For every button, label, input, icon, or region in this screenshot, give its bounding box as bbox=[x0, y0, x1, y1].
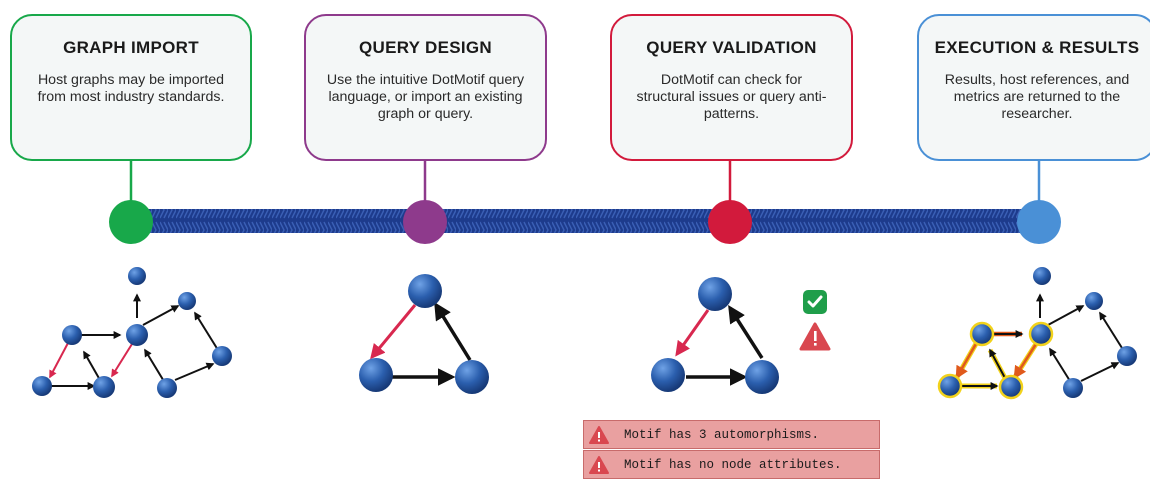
card-title: EXECUTION & RESULTS bbox=[934, 38, 1140, 57]
stage-dot-query-validation bbox=[708, 200, 752, 244]
card-description: Use the intuitive DotMotif query languag… bbox=[326, 72, 525, 122]
card-execution-results: EXECUTION & RESULTS Results, host refere… bbox=[917, 14, 1150, 161]
card-description: DotMotif can check for structural issues… bbox=[636, 72, 827, 122]
stage-dot-graph-import bbox=[109, 200, 153, 244]
timeline-bar bbox=[135, 209, 1040, 233]
card-title: QUERY VALIDATION bbox=[646, 38, 817, 57]
card-description: Results, host references, and metrics ar… bbox=[944, 72, 1130, 122]
host-graph bbox=[32, 267, 232, 398]
warning-icon bbox=[584, 425, 614, 445]
warning-icon bbox=[799, 322, 831, 351]
card-graph-import: GRAPH IMPORT Host graphs may be imported… bbox=[10, 14, 252, 161]
validation-motif bbox=[651, 277, 779, 394]
card-title: GRAPH IMPORT bbox=[63, 38, 199, 57]
card-title: QUERY DESIGN bbox=[358, 38, 493, 57]
validation-message: Motif has no node attributes. bbox=[583, 450, 880, 479]
card-query-validation: QUERY VALIDATION DotMotif can check for … bbox=[610, 14, 853, 161]
warning-icon bbox=[584, 455, 614, 475]
stage-dot-query-design bbox=[403, 200, 447, 244]
validation-message: Motif has 3 automorphisms. bbox=[583, 420, 880, 449]
validation-message-text: Motif has no node attributes. bbox=[624, 457, 842, 472]
validation-message-text: Motif has 3 automorphisms. bbox=[624, 427, 820, 442]
card-query-design: QUERY DESIGN Use the intuitive DotMotif … bbox=[304, 14, 547, 161]
result-graph bbox=[937, 267, 1137, 400]
check-icon bbox=[803, 290, 827, 314]
card-description: Host graphs may be imported from most in… bbox=[37, 72, 225, 105]
query-motif bbox=[359, 274, 489, 394]
stage-dot-execution bbox=[1017, 200, 1061, 244]
